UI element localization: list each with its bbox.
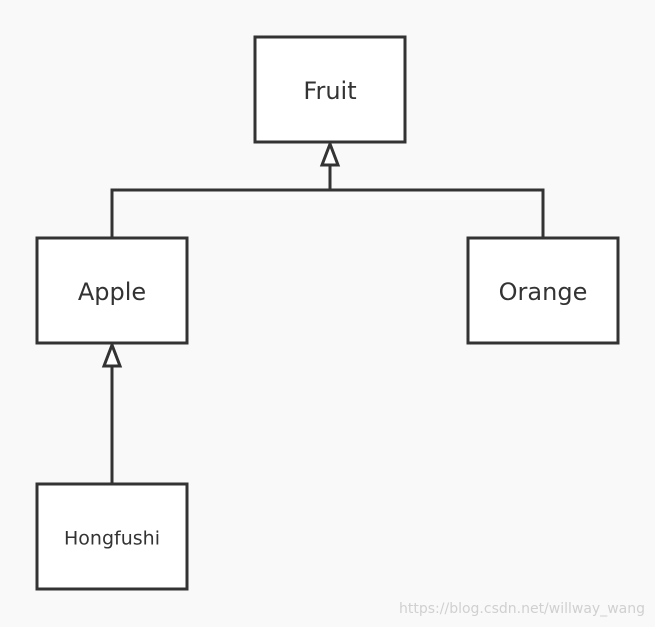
edge-hongfushi-to-apple [101, 340, 123, 484]
node-hongfushi-box [35, 482, 189, 591]
edge-orange-to-fruit-line [330, 188, 545, 238]
node-fruit-box [253, 35, 407, 144]
node-fruit-label: Fruit [303, 77, 356, 105]
node-apple-box [35, 236, 189, 345]
inheritance-arrowhead-fruit [319, 139, 341, 167]
edge-apple-orange-to-fruit [110, 139, 545, 238]
node-fruit: Fruit [253, 35, 407, 144]
node-hongfushi-label: Hongfushi [64, 528, 160, 550]
node-orange: Orange [466, 236, 620, 345]
node-orange-label: Orange [499, 278, 588, 306]
node-hongfushi: Hongfushi [35, 482, 189, 591]
node-apple-label: Apple [78, 278, 146, 306]
edge-apple-to-fruit-line [110, 188, 330, 238]
node-apple: Apple [35, 236, 189, 345]
node-orange-box [466, 236, 620, 345]
watermark-text: https://blog.csdn.net/willway_wang [399, 601, 645, 617]
inheritance-arrowhead-apple [101, 340, 123, 368]
